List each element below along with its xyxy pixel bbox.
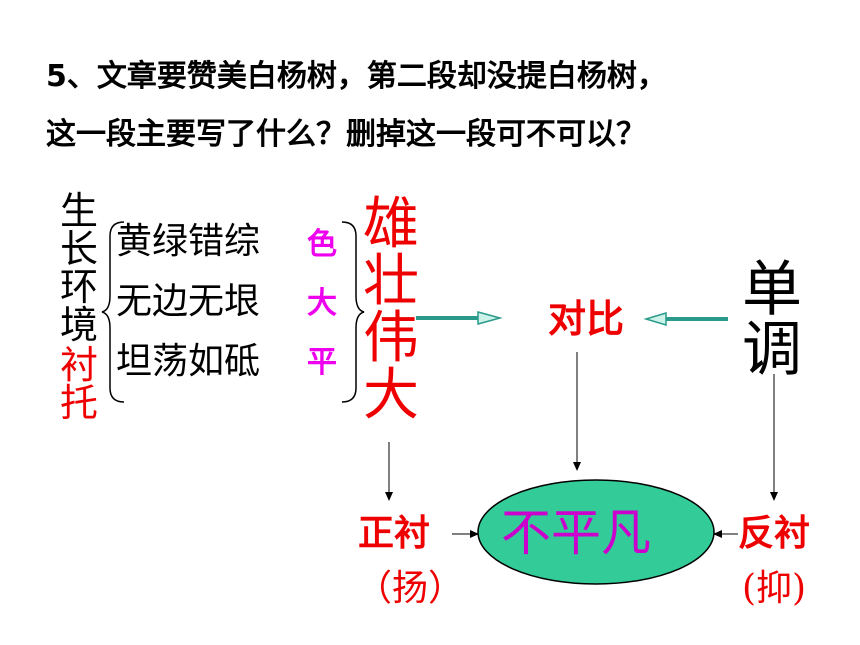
foil-char: 衬 (60, 343, 99, 387)
arrow-grand-to-contrast (416, 311, 503, 325)
negative-foil-label: 反衬 (738, 513, 811, 554)
right-brace (341, 221, 365, 403)
environment-char: 长 (60, 227, 99, 271)
center-label: 不平凡 (501, 504, 651, 562)
positive-foil-label: 正衬 (358, 513, 431, 554)
positive-foil-sub: （扬） (356, 568, 465, 609)
grand-char: 壮 (363, 249, 419, 315)
environment-char: 境 (60, 303, 99, 347)
contrast-label: 对比 (548, 297, 625, 341)
monotone-char: 单 (742, 255, 802, 325)
color-tag: 色 (307, 227, 337, 262)
description-line-3: 坦荡如砥 (116, 341, 261, 382)
arrow-monotone-to-contrast (643, 311, 728, 327)
question-line-2: 这一段主要写了什么？删掉这一段可不可以？ (46, 117, 646, 152)
monotone-char: 调 (742, 315, 802, 385)
center-ellipse (477, 479, 715, 585)
grand-char: 大 (363, 363, 419, 429)
description-line-2: 无边无垠 (116, 281, 261, 322)
negative-foil-sub: (抑) (742, 568, 807, 609)
grand-label: 雄 壮 伟 大 (363, 192, 419, 429)
monotone-label: 单 调 (742, 260, 802, 380)
grand-char: 伟 (363, 306, 419, 372)
description-line-1: 黄绿错综 (116, 221, 261, 262)
foil-char: 托 (60, 381, 99, 425)
left-brace (101, 221, 125, 403)
question-line-1: 5、文章要赞美白杨树，第二段却没提白杨树， (46, 59, 667, 94)
grand-char: 雄 (363, 192, 419, 257)
foil-label: 衬 托 (60, 346, 98, 422)
environment-label: 生 长 环 境 (60, 192, 98, 344)
size-tag: 大 (307, 286, 337, 321)
flat-tag: 平 (307, 345, 337, 380)
environment-char: 生 (60, 189, 99, 233)
environment-char: 环 (60, 265, 99, 309)
